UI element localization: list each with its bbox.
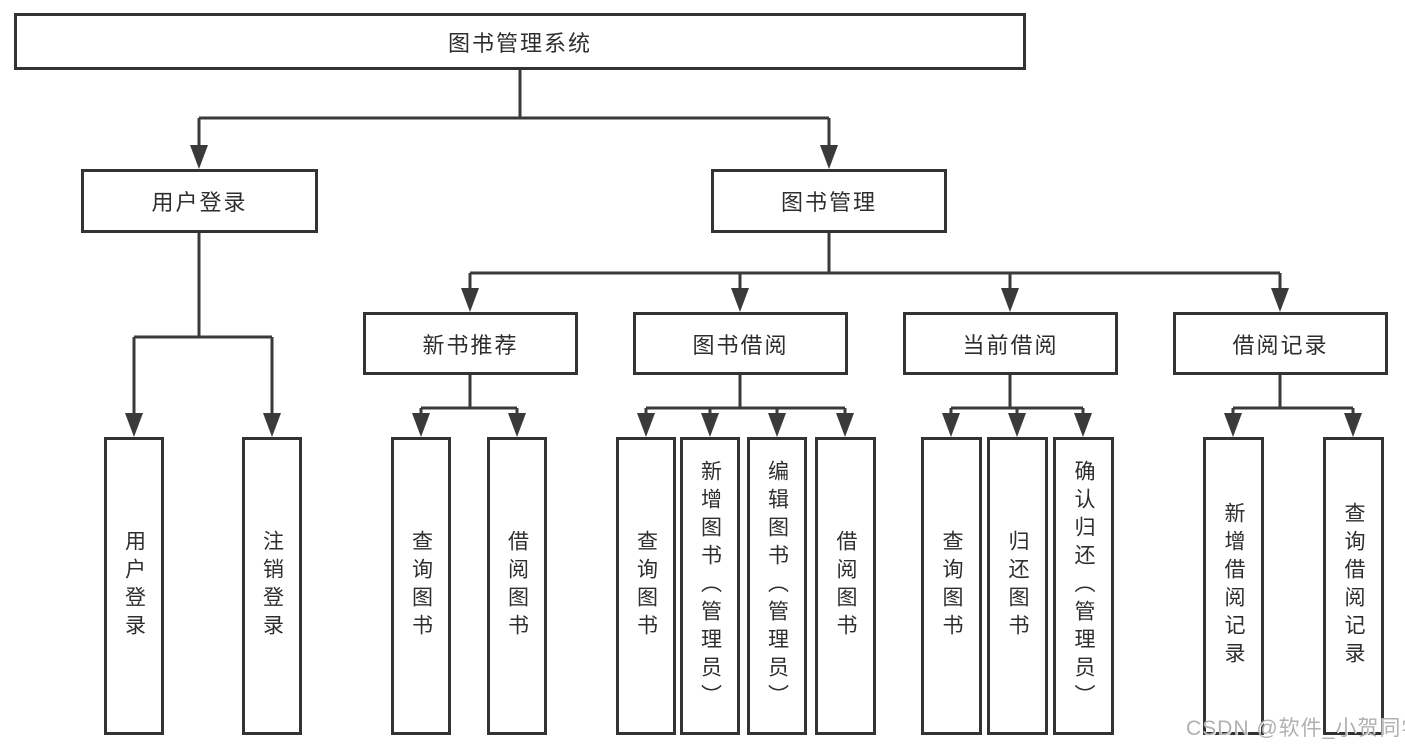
node-book-borrowing: 图书借阅 bbox=[633, 312, 848, 375]
watermark: CSDN @软件_小贺同学 bbox=[1186, 717, 1405, 740]
leaf-query-borrow-record: 查询借阅记录 bbox=[1323, 437, 1384, 735]
leaf-edit-books-admin: 编辑图书（管理员） bbox=[747, 437, 807, 735]
arrow-down-icon bbox=[836, 413, 854, 437]
arrow-down-icon bbox=[412, 413, 430, 437]
node-book-management: 图书管理 bbox=[711, 169, 947, 233]
node-root: 图书管理系统 bbox=[14, 13, 1026, 70]
arrow-down-icon bbox=[508, 413, 526, 437]
leaf-borrow-books-recommend: 借阅图书 bbox=[487, 437, 547, 735]
arrow-down-icon bbox=[731, 288, 749, 312]
connector-root-to-level2 bbox=[197, 70, 831, 146]
leaf-logout: 注销登录 bbox=[242, 437, 302, 735]
arrow-down-icon bbox=[1074, 413, 1092, 437]
connector-bookmgmt-to-level3 bbox=[468, 233, 1282, 289]
connector-userlogin-to-leaves bbox=[132, 233, 274, 414]
arrow-down-icon bbox=[1008, 413, 1026, 437]
leaf-query-books-current: 查询图书 bbox=[921, 437, 982, 735]
arrow-down-icon bbox=[768, 413, 786, 437]
leaf-query-books-recommend: 查询图书 bbox=[391, 437, 451, 735]
node-new-book-recommend: 新书推荐 bbox=[363, 312, 578, 375]
arrow-down-icon bbox=[942, 413, 960, 437]
leaf-add-books-admin: 新增图书（管理员） bbox=[680, 437, 740, 735]
leaf-query-books-borrowing: 查询图书 bbox=[616, 437, 676, 735]
arrow-down-icon bbox=[637, 413, 655, 437]
arrow-down-icon bbox=[1271, 288, 1289, 312]
arrow-down-icon bbox=[461, 288, 479, 312]
node-current-borrowing: 当前借阅 bbox=[903, 312, 1118, 375]
connector-records-to-leaves bbox=[1231, 375, 1355, 414]
arrow-down-icon bbox=[701, 413, 719, 437]
arrow-down-icon bbox=[125, 413, 143, 437]
leaf-add-borrow-record: 新增借阅记录 bbox=[1203, 437, 1264, 735]
connector-borrowing-to-leaves bbox=[644, 375, 847, 414]
arrow-down-icon bbox=[1224, 413, 1242, 437]
arrow-down-icon bbox=[1001, 288, 1019, 312]
connector-newbook-to-leaves bbox=[419, 375, 519, 414]
leaf-return-books: 归还图书 bbox=[987, 437, 1048, 735]
node-borrowing-records: 借阅记录 bbox=[1173, 312, 1388, 375]
leaf-confirm-return-admin: 确认归还（管理员） bbox=[1053, 437, 1114, 735]
leaf-user-login: 用户登录 bbox=[104, 437, 164, 735]
arrow-down-icon bbox=[263, 413, 281, 437]
arrow-down-icon bbox=[1344, 413, 1362, 437]
leaf-borrow-books-borrowing: 借阅图书 bbox=[815, 437, 876, 735]
node-user-login: 用户登录 bbox=[81, 169, 318, 233]
connector-current-to-leaves bbox=[949, 375, 1085, 414]
arrow-down-icon bbox=[820, 145, 838, 169]
arrow-down-icon bbox=[190, 145, 208, 169]
